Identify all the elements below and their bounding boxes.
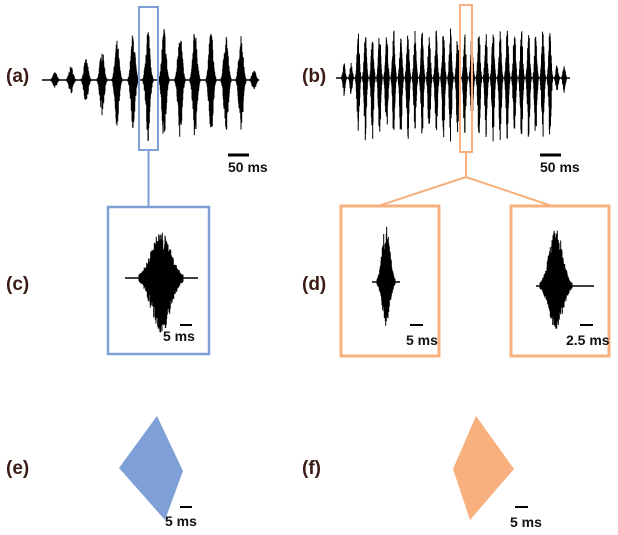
waveform-b-pulse	[497, 31, 504, 141]
scale-bar-b: 50 ms	[540, 153, 580, 175]
panel-label-c: (c)	[6, 274, 29, 295]
waveform-b-pulse	[511, 36, 518, 129]
waveform-a-pulse	[96, 53, 108, 116]
waveform-b-pulse	[553, 65, 561, 90]
scale-bar-d-right-label: 2.5 ms	[566, 332, 610, 348]
scale-bar-a: 50 ms	[228, 153, 268, 175]
panel-label-a: (a)	[6, 66, 29, 87]
waveform-b-pulse	[440, 36, 447, 138]
waveform-c-burst	[138, 232, 184, 333]
waveform-b-pulse	[376, 38, 383, 132]
waveform-b-pulse	[404, 35, 411, 139]
waveform-b-pulse	[447, 28, 454, 142]
waveform-b-pulse	[348, 62, 355, 94]
scale-bar-b-label: 50 ms	[540, 159, 580, 175]
waveform-a-pulse	[174, 40, 186, 137]
waveform-d-right-pulse	[536, 230, 594, 329]
connector-b-to-d-left	[377, 176, 467, 207]
scale-bar-e-label: 5 ms	[165, 513, 197, 529]
waveform-d-right-burst	[539, 230, 573, 329]
waveform-b-pulse	[355, 33, 362, 131]
waveform-b-pulse	[490, 34, 497, 142]
waveform-c-pulse	[125, 232, 198, 333]
waveform-b-pulse	[461, 34, 468, 133]
connector-b-to-d-right	[465, 176, 553, 207]
kite-shape-e	[119, 416, 183, 520]
waveform-b-pulse	[390, 30, 397, 130]
waveform-a-pulse	[235, 36, 247, 130]
scale-bar-f-label: 5 ms	[510, 514, 542, 530]
waveform-b-pulse	[525, 35, 532, 137]
waveform-a-pulse	[248, 70, 260, 89]
zoom-box-d-right	[509, 204, 611, 358]
panel-label-e: (e)	[6, 458, 29, 479]
waveform-b-pulse	[369, 41, 376, 139]
waveform-b-pulse	[397, 38, 404, 130]
panel-label-d: (d)	[302, 274, 326, 295]
waveform-b-pulse	[383, 37, 390, 125]
waveform-b-pulse	[546, 33, 553, 135]
waveform-b-pulse	[411, 31, 419, 129]
waveform-b-pulse	[482, 34, 490, 137]
zoom-box-d-left	[339, 204, 441, 358]
waveform-a-pulse	[127, 35, 139, 128]
panel-label-f: (f)	[302, 458, 321, 479]
waveform-b-pulse	[362, 37, 369, 141]
waveform-a-pulse	[189, 33, 201, 136]
panel-label-b: (b)	[302, 66, 326, 87]
waveform-b-pulse	[561, 66, 568, 93]
kite-shape-f	[453, 416, 514, 520]
waveform-b	[336, 28, 570, 142]
waveform-b-pulse	[433, 30, 440, 131]
waveform-b-pulse	[532, 36, 539, 131]
waveform-a-pulse	[142, 32, 154, 141]
scale-bar-c-label: 5 ms	[163, 328, 195, 344]
waveform-a-pulse	[49, 72, 61, 88]
waveform-d-left-burst	[376, 226, 396, 326]
waveform-a-pulse	[205, 33, 217, 128]
zoom-box-c	[106, 205, 211, 356]
scale-bar-d-left-label: 5 ms	[406, 332, 438, 348]
waveform-a-pulse	[158, 29, 170, 134]
waveform-b-pulse	[340, 63, 348, 96]
waveform-b-pulse	[475, 36, 482, 134]
scale-bar-e: 5 ms	[165, 506, 197, 529]
scale-bar-f: 5 ms	[510, 506, 542, 530]
waveform-b-pulse	[539, 31, 546, 137]
waveform-b-pulse	[419, 32, 426, 134]
waveform-a-pulse	[220, 37, 232, 130]
waveform-d-left-pulse	[372, 226, 400, 326]
scale-bar-c: 5 ms	[163, 324, 195, 344]
waveform-a	[42, 29, 260, 141]
waveform-b-pulse	[426, 37, 433, 124]
waveform-b-pulse	[504, 30, 511, 139]
waveform-a-pulse	[111, 40, 123, 126]
waveform-b-pulse	[518, 31, 525, 135]
scale-bar-a-label: 50 ms	[228, 159, 268, 175]
waveform-a-pulse	[80, 59, 92, 100]
scale-bar-d-right: 2.5 ms	[566, 324, 610, 348]
scale-bar-d-left: 5 ms	[406, 324, 438, 348]
waveform-a-pulse	[65, 66, 77, 94]
